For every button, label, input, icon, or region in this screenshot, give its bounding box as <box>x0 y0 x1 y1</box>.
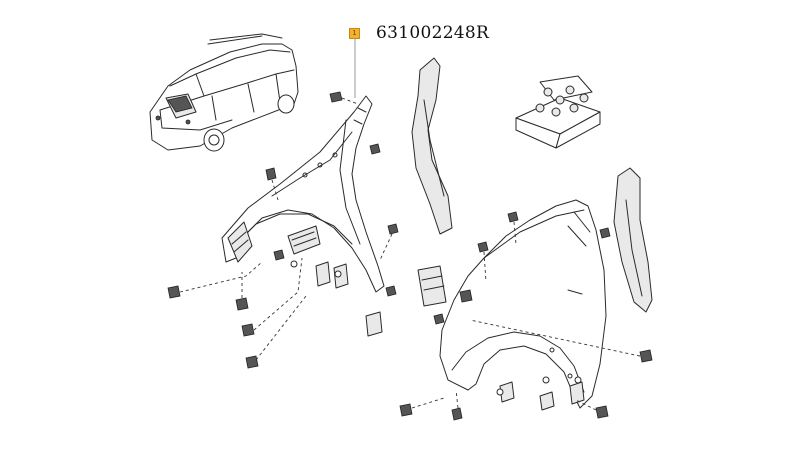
screw-6 <box>329 91 359 105</box>
screw-16 <box>451 389 463 421</box>
screw-19 <box>459 289 473 303</box>
screw-3 <box>241 257 303 337</box>
fasteners-right <box>399 211 653 421</box>
screw-10 <box>385 285 397 297</box>
fender-right <box>439 199 607 409</box>
screw-2 <box>235 272 249 311</box>
screw-13 <box>599 227 611 239</box>
screw-15 <box>399 397 445 417</box>
wheel-arch-liner-strip <box>411 57 453 235</box>
callout-marker[interactable]: 1 <box>349 27 360 39</box>
screw-17 <box>575 399 609 419</box>
clip-1 <box>290 260 342 278</box>
screw-7 <box>369 143 381 155</box>
screw-12 <box>477 241 489 283</box>
fender-bracket-right <box>417 265 585 411</box>
wheel-arch-liner-right <box>613 167 653 313</box>
screw-1 <box>167 261 263 299</box>
part-callout: 1 631002248R <box>349 23 489 43</box>
clip-box <box>515 75 601 149</box>
fasteners-left <box>167 91 399 369</box>
clip-2 <box>496 376 582 396</box>
part-number: 631002248R <box>376 23 490 43</box>
screw-11 <box>507 211 519 245</box>
screw-8 <box>379 223 399 261</box>
screw-5 <box>265 167 279 201</box>
callout-marker-label: 1 <box>352 29 357 37</box>
screw-14 <box>469 319 653 363</box>
fender-left <box>221 95 385 293</box>
screw-18 <box>433 313 445 325</box>
fender-bracket-left <box>287 225 383 337</box>
screw-4 <box>245 295 307 369</box>
vehicle-illustration <box>149 33 299 152</box>
screw-9 <box>273 249 285 261</box>
